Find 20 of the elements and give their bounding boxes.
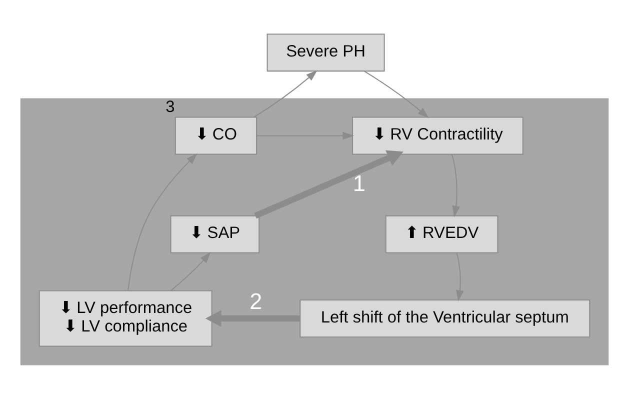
node-box: Left shift of the Ventricular septum <box>300 299 590 337</box>
edge-label: 2 <box>250 288 262 314</box>
arrow <box>364 70 429 118</box>
arrow <box>205 310 300 326</box>
arrow <box>254 150 404 218</box>
node-box: Severe PH <box>266 33 385 72</box>
node-box: ⬇ RV Contractility <box>352 116 524 154</box>
arrow <box>127 152 198 290</box>
node-box: ⬆ RVEDV <box>385 214 498 253</box>
arrow <box>451 154 460 217</box>
arrow <box>170 251 211 290</box>
edge-label: 1 <box>352 170 366 196</box>
node-label: 3 <box>166 97 175 116</box>
node-box: ⬇ LV performance ⬇ LV compliance <box>38 290 212 346</box>
arrow <box>456 252 464 301</box>
arrow <box>254 70 318 118</box>
cluster <box>20 98 609 365</box>
node-box: ⬇ SAP <box>170 214 260 253</box>
node-box: ⬇ CO <box>174 116 257 154</box>
arrow <box>256 131 354 140</box>
